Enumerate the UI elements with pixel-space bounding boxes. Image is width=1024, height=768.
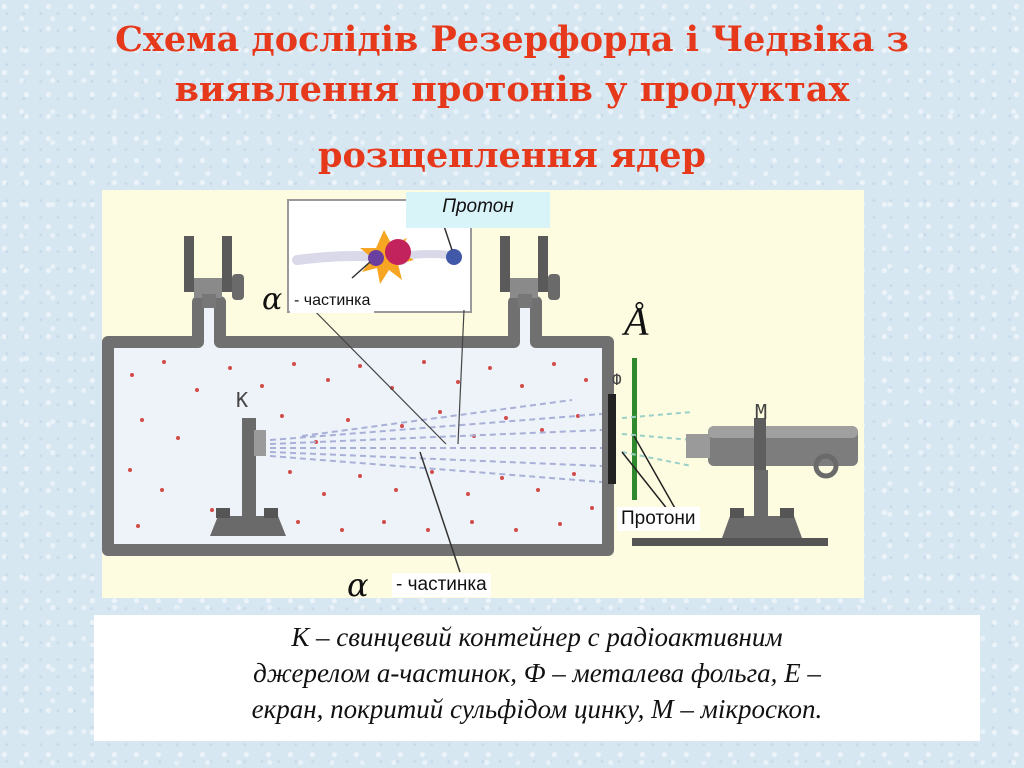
bottom-alpha-pointer — [419, 451, 461, 573]
title-line-2: виявлення протонів у продуктах — [174, 69, 850, 110]
title-line-1: Схема дослідів Резерфорда і Чедвіка з — [115, 19, 909, 60]
foil-f-label: Ф — [612, 370, 622, 389]
caption-line-1: К – свинцевий контейнер с радіоактивним — [291, 622, 783, 652]
proton-label: Протон — [406, 192, 550, 228]
alpha-pointer-line — [351, 261, 371, 279]
microscope-m-label: M — [755, 400, 768, 424]
microscope — [632, 418, 858, 546]
alpha-particle-icon — [368, 250, 384, 266]
angstrom-symbol: Å — [624, 299, 649, 344]
right-valve — [500, 236, 560, 308]
alpha-particle-label-bottom: - частинка — [392, 573, 491, 597]
experiment-diagram — [102, 190, 864, 598]
protons-pointer-1 — [621, 451, 669, 511]
source-k-stand — [210, 418, 286, 536]
caption-box: К – свинцевий контейнер с радіоактивним … — [94, 615, 980, 741]
alpha-symbol-top: α — [262, 282, 283, 317]
protons-label: Протони — [617, 507, 700, 531]
inset-connector-left — [301, 297, 447, 445]
left-valve — [184, 236, 244, 308]
zinc-sulfide-screen — [632, 358, 637, 500]
caption-line-2: джерелом а-частинок, Ф – металева фольга… — [253, 658, 821, 688]
particle-tracks — [269, 399, 603, 483]
foil — [608, 394, 616, 484]
vessel-wall — [102, 296, 614, 556]
alpha-symbol-bottom: α — [347, 566, 369, 604]
proton-particle-icon — [446, 249, 462, 265]
container-k-label: K — [236, 388, 249, 412]
alpha-particle-label-top: - частинка — [290, 289, 375, 313]
proton-tracks — [621, 411, 693, 467]
title-line-3: розщеплення ядер — [317, 135, 707, 176]
caption-line-3: екран, покритий сульфідом цинку, М – мік… — [251, 694, 823, 724]
protons-pointer-2 — [633, 435, 677, 511]
inset-connector-right — [457, 309, 465, 445]
nucleus-icon — [385, 239, 411, 265]
